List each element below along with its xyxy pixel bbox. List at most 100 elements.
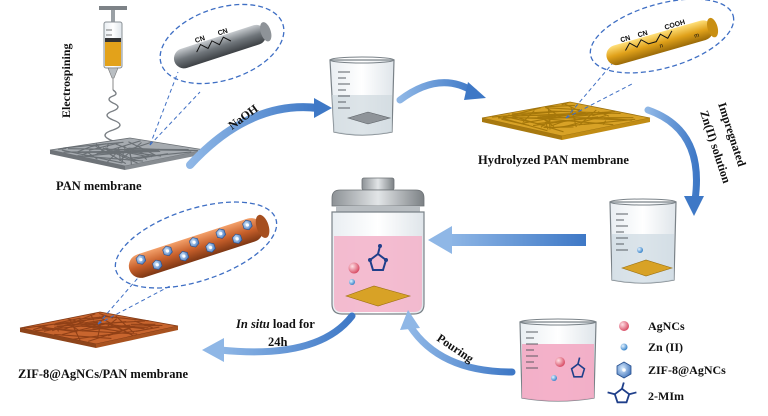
svg-text:2-MIm: 2-MIm xyxy=(648,389,684,403)
zoom-connector xyxy=(149,91,201,146)
fiber-jet-spiral xyxy=(104,89,123,154)
zif-membrane-label: ZIF-8@AgNCs/PAN membrane xyxy=(18,367,189,381)
pan-membrane-label: PAN membrane xyxy=(56,179,142,193)
zif-membrane xyxy=(19,311,179,348)
agnc-core xyxy=(165,249,170,253)
fiber-strand xyxy=(53,322,74,326)
zoom-ellipse xyxy=(114,201,278,289)
fiber-strand xyxy=(93,321,145,330)
insitu-label-line2: 24h xyxy=(268,335,288,349)
fiber-strand xyxy=(90,143,107,148)
fiber-strand xyxy=(548,110,621,114)
fiber-strand xyxy=(77,145,94,153)
svg-text:CN: CN xyxy=(620,35,632,45)
fiber-strand xyxy=(130,153,169,161)
fiber-strand xyxy=(544,121,549,130)
fiber-strand xyxy=(55,317,81,325)
fiber-strand xyxy=(542,112,612,120)
svg-text:CN: CN xyxy=(194,35,206,45)
svg-text:ZIF-8@AgNCs: ZIF-8@AgNCs xyxy=(648,363,726,377)
agnc-core xyxy=(182,254,186,258)
electrospinning-setup: Electrospining PAN membrane CN CN xyxy=(49,3,285,193)
fiber-strand xyxy=(54,319,104,328)
agnc-core xyxy=(208,245,213,250)
fiber-strand xyxy=(33,324,48,331)
fiber-strand xyxy=(98,149,156,153)
hydrolyzed-fiber-closeup: CN CN COOH n m xyxy=(606,17,719,66)
fiber-strand xyxy=(107,327,131,337)
fiber-strand xyxy=(61,149,123,164)
syringe-icon xyxy=(99,6,127,90)
fiber-strand xyxy=(23,317,101,329)
fiber-strand xyxy=(56,329,60,332)
svg-text:m: m xyxy=(694,33,700,40)
hydrolyzed-membrane xyxy=(481,101,651,140)
fiber-strand xyxy=(107,318,118,327)
fiber-strand xyxy=(54,333,112,339)
insitu-label-line1: In situ load for xyxy=(235,317,315,331)
zoom-ellipse xyxy=(159,3,285,85)
legend-item-zn: Zn (II) xyxy=(620,340,683,354)
svg-text:AgNCs: AgNCs xyxy=(648,319,685,333)
agnc-core xyxy=(192,240,196,244)
fiber-strand xyxy=(90,314,95,321)
legend: AgNCs Zn (II) ZIF-8@AgNCs 2-MIm xyxy=(607,319,726,404)
svg-text:CN: CN xyxy=(217,28,229,38)
fiber-strand xyxy=(58,147,67,150)
zoom-connector xyxy=(565,63,613,119)
fiber-strand xyxy=(540,114,558,128)
fiber-strand xyxy=(115,143,132,151)
fiber-strand xyxy=(564,115,606,128)
beaker-zn-solution xyxy=(609,198,677,284)
zif8-particle-icon xyxy=(616,361,632,379)
fiber-strand xyxy=(550,120,566,127)
legend-item-2mim: 2-MIm xyxy=(607,382,684,404)
fiber-strand xyxy=(141,154,148,161)
fiber-strand xyxy=(545,107,581,111)
fiber-strand xyxy=(498,116,548,132)
svg-text:n: n xyxy=(659,43,664,50)
fiber-strand xyxy=(509,107,541,117)
svg-text:Zn (II): Zn (II) xyxy=(648,340,683,354)
agnc-core xyxy=(155,263,159,267)
agnc-core xyxy=(219,232,223,236)
agnc-core xyxy=(235,237,239,241)
beaker-pink-solution xyxy=(519,318,597,402)
zif-fiber-closeup xyxy=(128,214,270,278)
arrow-to-hydrolyzed xyxy=(396,79,486,104)
fiber-strand xyxy=(603,117,632,121)
svg-text:CN: CN xyxy=(637,30,649,40)
pan-fiber-closeup: CN CN xyxy=(173,22,272,69)
reaction-jar xyxy=(331,177,425,315)
agnc-core xyxy=(245,223,250,227)
fiber-strand xyxy=(115,315,135,334)
insitu-arrow xyxy=(202,312,356,362)
pouring-arrow xyxy=(400,310,516,376)
fiber-strand xyxy=(62,322,111,336)
fiber-strand xyxy=(87,151,98,160)
zoom-ellipse xyxy=(589,0,735,74)
fiber-strand xyxy=(502,116,552,120)
naoh-arrow xyxy=(186,98,332,169)
imidazole-molecule-icon xyxy=(607,382,637,404)
fiber-strand xyxy=(113,149,162,157)
pan-membrane xyxy=(49,137,206,170)
electrospinning-label: Electrospining xyxy=(59,44,73,118)
zoom-connector xyxy=(565,83,633,119)
agnc-core xyxy=(139,257,143,262)
fiber-strand xyxy=(511,110,554,115)
fiber-strand xyxy=(63,141,124,149)
arrow-to-jar xyxy=(428,226,586,254)
impregnated-arrow xyxy=(644,106,704,216)
hydrolyzed-label: Hydrolyzed PAN membrane xyxy=(478,153,629,167)
fiber-strand xyxy=(545,104,575,108)
fiber-strand xyxy=(543,126,574,129)
fiber-strand xyxy=(88,142,120,151)
beaker-naoh xyxy=(329,56,395,136)
blue-sphere-icon xyxy=(620,343,628,351)
fiber-strand xyxy=(128,141,156,156)
legend-item-agncs: AgNCs xyxy=(619,319,685,333)
zoom-connector xyxy=(149,71,179,146)
imidazole-molecule-icon xyxy=(368,244,388,271)
